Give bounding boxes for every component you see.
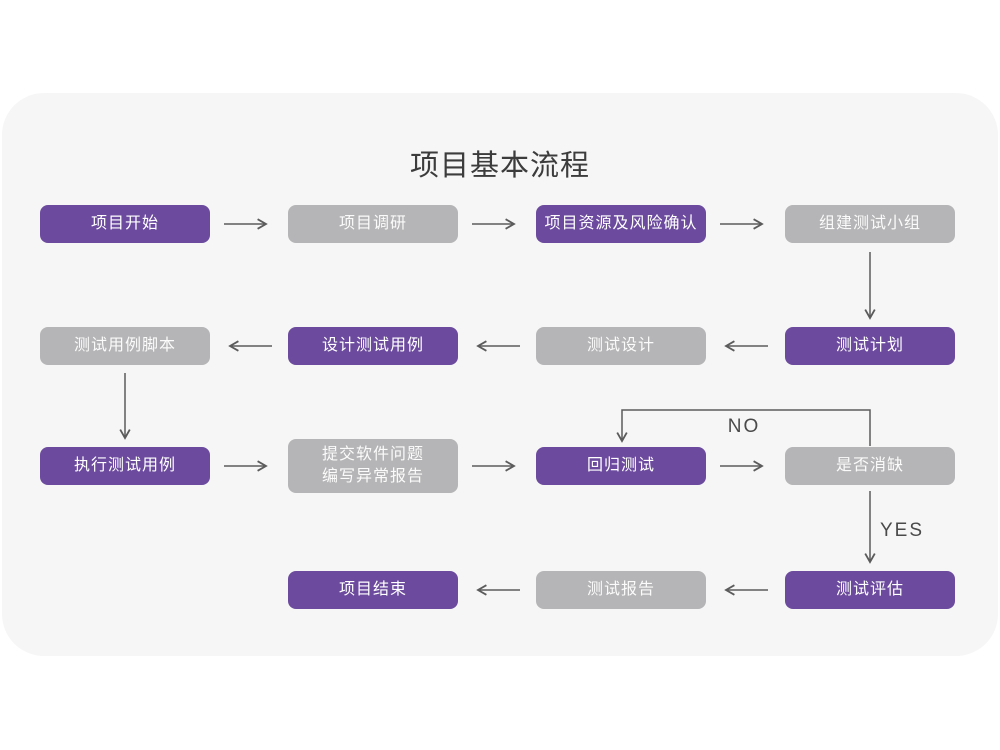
node-project-research: 项目调研 xyxy=(288,205,458,243)
node-design-test-case: 设计测试用例 xyxy=(288,327,458,365)
node-regression-test: 回归测试 xyxy=(536,447,706,485)
edge-label-yes: YES xyxy=(880,520,925,541)
node-test-case-script: 测试用例脚本 xyxy=(40,327,210,365)
page-title: 项目基本流程 xyxy=(409,150,590,182)
node-test-report: 测试报告 xyxy=(536,571,706,609)
node-test-plan: 测试计划 xyxy=(785,327,955,365)
node-project-start: 项目开始 xyxy=(40,205,210,243)
flowchart-card xyxy=(2,93,998,656)
node-execute-test-case: 执行测试用例 xyxy=(40,447,210,485)
node-project-end: 项目结束 xyxy=(288,571,458,609)
node-test-evaluation: 测试评估 xyxy=(785,571,955,609)
node-submit-issue-report: 提交软件问题 编写异常报告 xyxy=(288,439,458,493)
node-test-design: 测试设计 xyxy=(536,327,706,365)
node-resources-and-risk: 项目资源及风险确认 xyxy=(536,205,706,243)
node-build-test-team: 组建测试小组 xyxy=(785,205,955,243)
edge-label-no: NO xyxy=(727,416,761,437)
node-defect-cleared: 是否消缺 xyxy=(785,447,955,485)
